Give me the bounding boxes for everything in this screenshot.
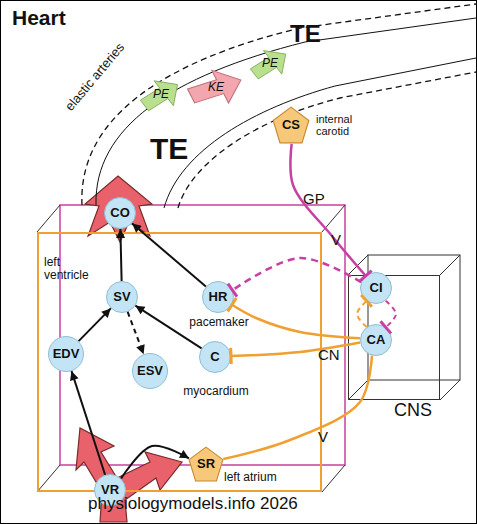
state-circle: Cmyocardium — [199, 341, 231, 373]
connector-line — [223, 355, 372, 459]
connector-line — [290, 144, 365, 276]
artery-wall — [82, 4, 476, 205]
sensor-pentagon: SRleft atrium — [188, 446, 224, 482]
box-edge — [37, 205, 60, 232]
energy-total-label: TE — [290, 20, 321, 48]
connector-line — [135, 306, 201, 349]
edge-label: V — [331, 231, 341, 248]
edge-label: CN — [318, 346, 340, 363]
box-back-face — [60, 205, 345, 465]
cube-edge — [440, 380, 460, 400]
cube-edge — [440, 255, 460, 275]
box-edge — [322, 465, 345, 492]
artery-wall — [178, 72, 476, 208]
node-caption: myocardium — [178, 385, 254, 398]
energy-label: PE — [153, 88, 169, 101]
connector-line — [232, 305, 360, 339]
connector-line — [232, 258, 361, 290]
state-circle: CA — [360, 324, 392, 356]
state-circle: SV — [106, 281, 138, 313]
watermark: physiologymodels.info 2026 — [88, 494, 298, 514]
connector-line — [120, 229, 121, 281]
state-circle: ESV — [132, 353, 168, 389]
tube-label: elastic arteries — [54, 30, 136, 123]
node-label: ESV — [137, 364, 163, 378]
node-label: SV — [113, 290, 130, 304]
energy-arrow: PE — [140, 76, 182, 114]
box-label: CNS — [394, 401, 454, 421]
node-label: HR — [209, 290, 228, 304]
connector-line — [357, 301, 367, 327]
node-label: CA — [367, 333, 386, 347]
state-circle: CI — [360, 272, 392, 304]
state-circle: EDV — [48, 336, 84, 372]
node-label: SR — [197, 457, 215, 471]
artery-tube: elastic arteriesPEKEPE — [0, 0, 477, 215]
node-label: CS — [282, 118, 300, 132]
state-circle: CO — [104, 197, 136, 229]
arrow-shape — [183, 64, 250, 112]
connector-line — [132, 223, 206, 286]
connector-line — [231, 342, 360, 356]
node-label: VR — [101, 483, 119, 497]
energy-total-label: TE — [150, 132, 188, 166]
connector-line — [128, 312, 144, 354]
arrow-shape — [135, 72, 187, 118]
energy-label: PE — [262, 57, 278, 70]
diagram-title: Heart — [12, 6, 66, 30]
connector-line — [121, 446, 189, 479]
connector-line — [79, 308, 111, 341]
arrow-shape — [245, 42, 295, 85]
node-caption: left atrium — [224, 471, 290, 484]
node-label: CO — [110, 206, 130, 220]
energy-label: KE — [208, 81, 224, 94]
node-label: C — [210, 350, 219, 364]
node-caption: internal carotid — [316, 113, 378, 137]
sensor-pentagon: CSinternal carotid — [272, 106, 310, 144]
edge-label: GP — [303, 190, 325, 207]
box-edge — [37, 465, 60, 492]
pentagon-shape — [273, 107, 309, 143]
node-label: CI — [370, 281, 383, 295]
connector-line — [72, 371, 106, 475]
node-label: EDV — [53, 347, 80, 361]
node-caption: pacemaker — [184, 316, 254, 329]
connector-line — [386, 301, 396, 328]
edge-label: V — [318, 428, 328, 445]
cns-box: CNSCICA — [348, 275, 440, 400]
artery-lumen — [164, 58, 476, 208]
state-circle: HRpacemaker — [202, 281, 234, 313]
artery-lumen — [96, 18, 476, 205]
energy-arrow: PE — [250, 46, 290, 82]
box-label: left ventricle — [44, 256, 106, 282]
pentagon-shape — [189, 447, 223, 481]
energy-arrow: KE — [188, 66, 244, 110]
